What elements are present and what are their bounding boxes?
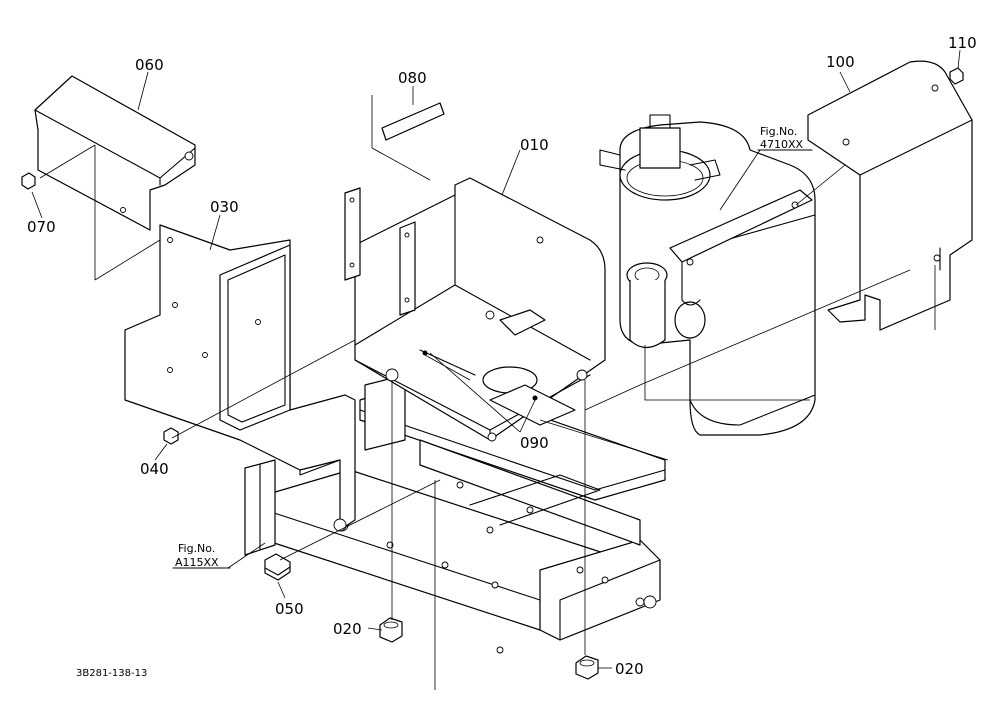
callout-030: 030 bbox=[210, 198, 239, 216]
fig-ref-4710-number: 4710XX bbox=[760, 138, 804, 151]
figure-references: Fig.No. 4710XX Fig.No. A115XX bbox=[175, 125, 804, 569]
part-070-bolt bbox=[21, 172, 36, 190]
callout-050: 050 bbox=[275, 600, 304, 618]
part-050-bolt bbox=[264, 553, 291, 581]
callout-070: 070 bbox=[27, 218, 56, 236]
part-100-cover bbox=[807, 60, 973, 331]
fig-ref-4710-label: Fig.No. bbox=[760, 125, 797, 138]
fig-ref-a115-number: A115XX bbox=[175, 556, 219, 569]
callout-020-right: 020 bbox=[615, 660, 644, 678]
nut-upper-a bbox=[385, 368, 399, 382]
callout-060: 060 bbox=[135, 56, 164, 74]
fuel-tank-assembly bbox=[599, 114, 816, 436]
callout-080: 080 bbox=[398, 69, 427, 87]
callout-090: 090 bbox=[520, 434, 549, 452]
callout-100: 100 bbox=[826, 53, 855, 71]
part-040-bolt bbox=[163, 427, 179, 445]
callout-010: 010 bbox=[520, 136, 549, 154]
nut-upper-b bbox=[576, 369, 588, 381]
callout-labels: 060 080 010 100 110 070 030 040 090 050 … bbox=[27, 34, 977, 678]
part-090-marker-b bbox=[532, 395, 538, 401]
part-090-marker-a bbox=[422, 350, 428, 356]
part-060-cover bbox=[34, 75, 196, 231]
callout-040: 040 bbox=[140, 460, 169, 478]
callout-110: 110 bbox=[948, 34, 977, 52]
part-110-bolt bbox=[949, 67, 964, 85]
part-080-pad bbox=[381, 102, 445, 141]
part-020-nut-right bbox=[575, 655, 599, 680]
assembly-lines bbox=[31, 49, 961, 690]
part-020-nut-left bbox=[379, 617, 403, 643]
fig-ref-a115-label: Fig.No. bbox=[178, 542, 215, 555]
part-010-battery-box bbox=[344, 177, 606, 442]
callout-020-left: 020 bbox=[333, 620, 362, 638]
drawing-code: 3B281-138-13 bbox=[76, 668, 147, 679]
